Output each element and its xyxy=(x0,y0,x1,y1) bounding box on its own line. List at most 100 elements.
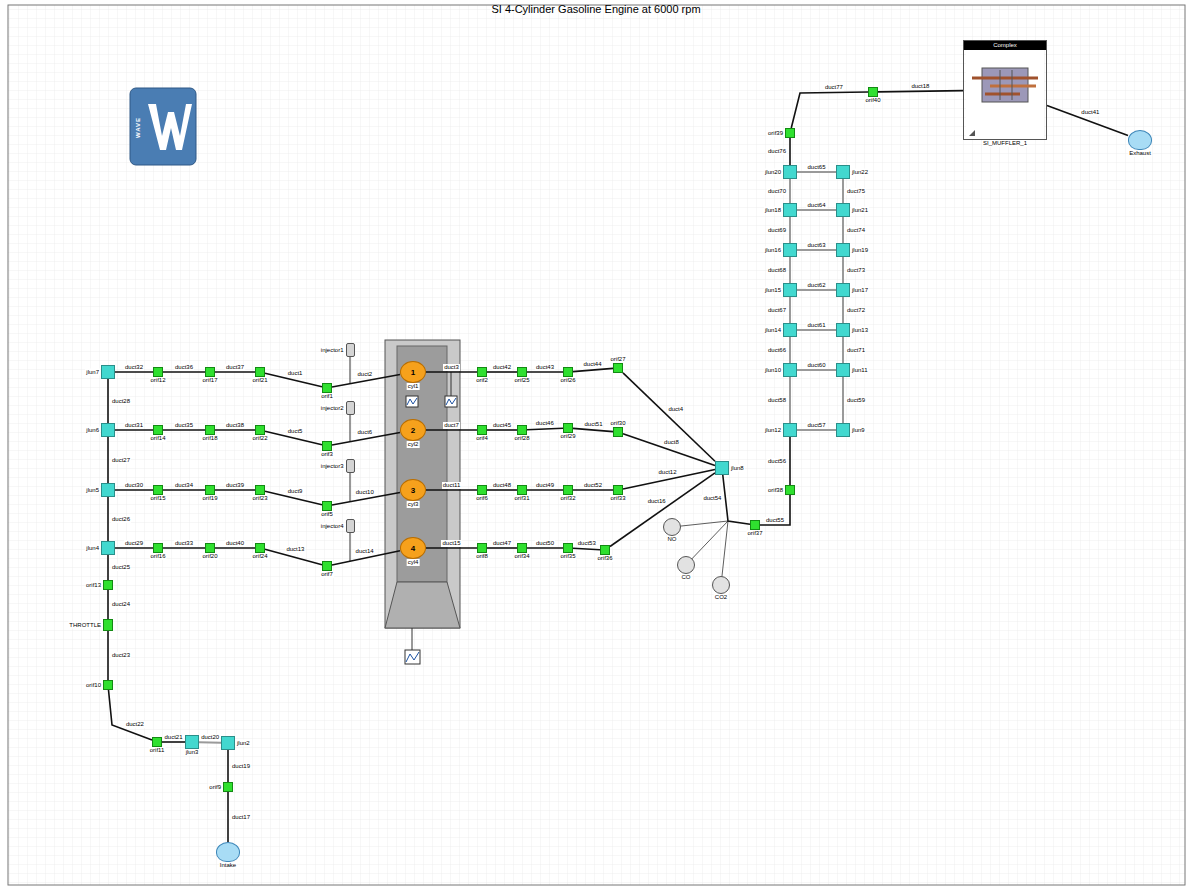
duct-label: duct9 xyxy=(287,488,304,495)
element-label: jlun21 xyxy=(851,207,869,214)
duct-line xyxy=(573,548,600,549)
element-label: orif18 xyxy=(201,435,218,442)
plot-icons xyxy=(405,372,457,664)
orifice: orif32 xyxy=(563,485,573,495)
duct-label: duct21 xyxy=(163,734,183,741)
duct-line xyxy=(107,379,109,423)
duct-label: duct39 xyxy=(225,482,245,489)
duct-label: duct54 xyxy=(702,495,722,502)
element-label: CO2 xyxy=(714,594,728,601)
orifice: orif22 xyxy=(255,425,265,435)
duct-line xyxy=(797,429,836,431)
duct-label: duct76 xyxy=(767,148,787,155)
duct-line xyxy=(115,429,153,431)
element-label: orif15 xyxy=(149,495,166,502)
duct-label: duct28 xyxy=(111,398,131,405)
orifice: orif3 xyxy=(322,441,332,451)
element-label: jlun10 xyxy=(764,367,782,374)
duct-label: duct35 xyxy=(174,422,194,429)
orifice: orif39 xyxy=(785,128,795,138)
duct-label: duct57 xyxy=(806,422,826,429)
element-label: orif27 xyxy=(609,356,626,363)
junction: jlun17 xyxy=(836,283,850,297)
junction: jlun16 xyxy=(783,243,797,257)
duct-line xyxy=(789,437,791,485)
element-label: orif28 xyxy=(513,435,530,442)
orifice: orif27 xyxy=(613,363,623,373)
element-label: orif24 xyxy=(251,553,268,560)
duct-line xyxy=(227,750,229,782)
engine-sump xyxy=(385,582,460,628)
duct-line xyxy=(789,377,791,423)
injector: injector3 xyxy=(346,459,355,473)
duct-line xyxy=(610,473,715,547)
duct-label: duct4 xyxy=(667,406,684,413)
element-label: orif9 xyxy=(208,784,222,791)
duct-label: duct55 xyxy=(765,517,785,524)
duct-label: duct59 xyxy=(846,397,866,404)
duct-line xyxy=(332,551,400,565)
duct-line xyxy=(842,297,844,323)
element-label: orif17 xyxy=(201,377,218,384)
orifice: orif26 xyxy=(563,367,573,377)
duct-line xyxy=(426,371,477,373)
element-label: orif30 xyxy=(609,420,626,427)
duct-label: duct64 xyxy=(806,202,826,209)
element-label: orif12 xyxy=(149,377,166,384)
duct-label: duct26 xyxy=(111,516,131,523)
orifice: orif19 xyxy=(205,485,215,495)
duct-line xyxy=(791,92,868,128)
orifice: orif14 xyxy=(153,425,163,435)
duct-line xyxy=(842,179,844,203)
plot-icon xyxy=(406,396,418,407)
duct-label: duct34 xyxy=(174,482,194,489)
engine-housing xyxy=(385,340,460,628)
element-label: jlun15 xyxy=(764,287,782,294)
duct-line xyxy=(797,329,836,331)
element-label: CO xyxy=(681,574,692,581)
element-label: injector3 xyxy=(320,463,345,470)
duct-label: duct50 xyxy=(535,540,555,547)
element-label: orif38 xyxy=(767,487,784,494)
element-label: orif35 xyxy=(559,553,576,560)
duct-label: duct56 xyxy=(767,458,787,465)
duct-line xyxy=(107,631,109,680)
plot-curve xyxy=(446,398,456,405)
duct-line xyxy=(426,489,477,491)
orifice: orif7 xyxy=(322,561,332,571)
duct-line xyxy=(760,495,790,525)
orifice: orif6 xyxy=(477,485,487,495)
orifice: orif17 xyxy=(205,367,215,377)
muffler-ground xyxy=(966,50,1044,139)
duct-line xyxy=(107,497,109,541)
element-label: jlun6 xyxy=(85,427,100,434)
element-label: injector1 xyxy=(320,347,345,354)
plot-icon xyxy=(445,396,457,407)
duct-label: duct47 xyxy=(492,540,512,547)
duct-label: duct46 xyxy=(535,420,555,427)
duct-line xyxy=(573,368,613,371)
plot-icon xyxy=(405,650,420,664)
duct-line xyxy=(426,547,477,549)
junction: jlun6 xyxy=(101,423,115,437)
duct-line xyxy=(265,431,322,445)
duct-label: duct10 xyxy=(355,489,375,496)
duct-line xyxy=(527,489,563,491)
duct-label: duct60 xyxy=(806,362,826,369)
duct-line xyxy=(107,555,109,580)
duct-label: duct27 xyxy=(111,457,131,464)
orifice: orif13 xyxy=(103,580,113,590)
duct-line xyxy=(842,257,844,283)
duct-label: duct65 xyxy=(806,164,826,171)
orifice: orif1 xyxy=(322,383,332,393)
cylinder-number: 4 xyxy=(401,538,425,558)
duct-label: duct20 xyxy=(200,734,220,741)
element-label: cyl1 xyxy=(407,383,420,390)
orifice: orif20 xyxy=(205,543,215,553)
duct-line xyxy=(723,475,750,524)
duct-line xyxy=(487,429,517,431)
element-label: orif10 xyxy=(85,682,102,689)
element-label: orif19 xyxy=(201,495,218,502)
throttle: THROTTLE xyxy=(103,619,113,631)
logo-mark xyxy=(148,104,192,150)
